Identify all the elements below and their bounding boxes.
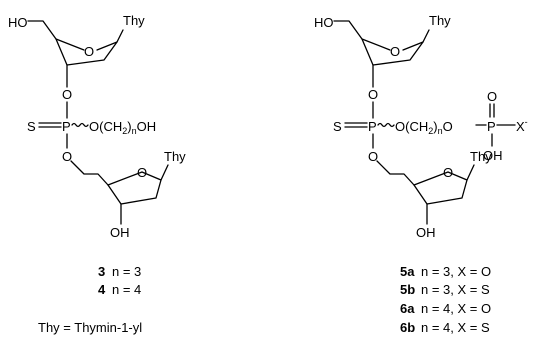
compound-5a-id: 5a <box>400 264 415 279</box>
right-bottom-o-to-ring-bonds <box>376 160 415 186</box>
right-phosphorus-label: P <box>368 119 377 134</box>
terminal-hydroxyl-label: OH <box>483 148 503 163</box>
terminal-oxo-label: O <box>487 89 497 104</box>
sulfur-label: S <box>27 119 36 134</box>
right-top-sugar-ring-lower-bonds <box>361 38 424 66</box>
left-structure: HO O Thy O S P O(CH2)nOH O O Thy OH 3 n … <box>8 13 186 335</box>
compound-6b-id: 6b <box>400 320 415 335</box>
right-top-phosphate-oxygen-label: O <box>368 87 378 102</box>
compound-3-id: 3 <box>98 264 105 279</box>
right-wavy-p-o-bond <box>377 122 395 128</box>
right-top-sugar-ring-upper-bonds <box>333 20 391 51</box>
top-phosphate-oxygen-label: O <box>62 87 72 102</box>
thymine-footnote: Thy = Thymin-1-yl <box>38 320 142 335</box>
right-bottom-thymine-label: Thy <box>470 149 492 164</box>
bottom-ring-to-base-bond <box>160 164 169 181</box>
right-top-hydroxyl-label: HO <box>314 15 334 30</box>
compound-6a-id: 6a <box>400 301 415 316</box>
linker-group-label: O(CH2)nOH <box>89 119 156 136</box>
top-ring-oxygen-label: O <box>84 44 94 59</box>
bottom-thymine-label: Thy <box>164 149 186 164</box>
right-top-ring-oxygen-label: O <box>390 44 400 59</box>
bottom-o-to-ring-bonds <box>70 160 109 186</box>
compound-6a-desc: n = 4, X = O <box>421 301 491 316</box>
top-sugar-ring-upper-bonds <box>27 20 85 51</box>
phosphorus-label: P <box>62 119 71 134</box>
bottom-hydroxyl-label: OH <box>110 225 130 240</box>
right-sulfur-label: S <box>333 119 342 134</box>
bottom-ring-oxygen-label: O <box>137 165 147 180</box>
right-bottom-phosphate-oxygen-label: O <box>368 149 378 164</box>
compound-6b-desc: n = 4, X = S <box>421 320 490 335</box>
compound-5b-desc: n = 3, X = S <box>421 282 490 297</box>
wavy-p-o-bond <box>71 122 89 128</box>
compound-3-desc: n = 3 <box>112 264 141 279</box>
top-ring-to-base-bond <box>96 29 124 51</box>
compound-5b-id: 5b <box>400 282 415 297</box>
compound-4-id: 4 <box>98 282 106 297</box>
compound-5a-desc: n = 3, X = O <box>421 264 491 279</box>
bottom-sugar-ring-bonds <box>107 171 162 205</box>
compound-4-desc: n = 4 <box>112 282 141 297</box>
top-hydroxyl-label: HO <box>8 15 28 30</box>
terminal-phosphorus-label: P <box>487 119 496 134</box>
top-thymine-label: Thy <box>123 13 145 28</box>
right-linker-group-label: O(CH2)nO <box>395 119 453 136</box>
right-structure: HO O Thy O S P O(CH2)nO P O X- OH O O Th… <box>314 13 528 335</box>
right-bottom-ring-to-base-bond <box>466 164 475 181</box>
bottom-phosphate-oxygen-label: O <box>62 149 72 164</box>
top-sugar-ring-lower-bonds <box>55 38 118 66</box>
right-top-ring-to-base-bond <box>402 29 430 51</box>
right-top-thymine-label: Thy <box>429 13 451 28</box>
right-bottom-ring-oxygen-label: O <box>443 165 453 180</box>
x-group-label: X- <box>516 117 528 134</box>
right-bottom-hydroxyl-label: OH <box>416 225 436 240</box>
right-bottom-sugar-ring-bonds <box>413 171 468 205</box>
